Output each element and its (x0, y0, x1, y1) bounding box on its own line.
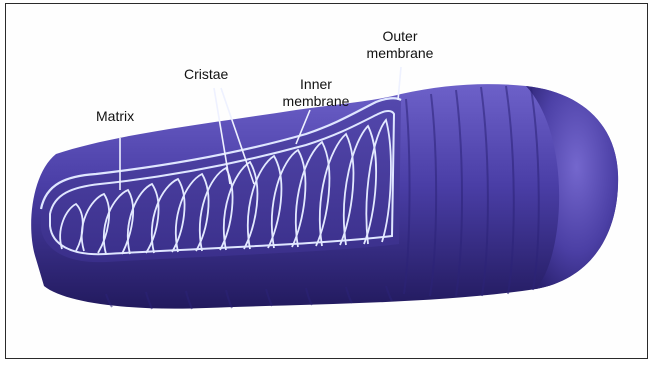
outer-membrane-label-line2: membrane (360, 45, 440, 62)
outer-membrane-label: Outer membrane (360, 28, 440, 62)
cristae-label: Cristae (184, 66, 228, 83)
figure-frame: Matrix Cristae Inner membrane Outer memb… (5, 3, 648, 359)
mitochondrion-illustration (6, 4, 647, 358)
outer-membrane-label-line1: Outer (360, 28, 440, 45)
inner-membrane-label: Inner membrane (278, 76, 354, 110)
matrix-label: Matrix (96, 108, 134, 125)
inner-membrane-label-line2: membrane (278, 93, 354, 110)
inner-membrane-label-line1: Inner (278, 76, 354, 93)
